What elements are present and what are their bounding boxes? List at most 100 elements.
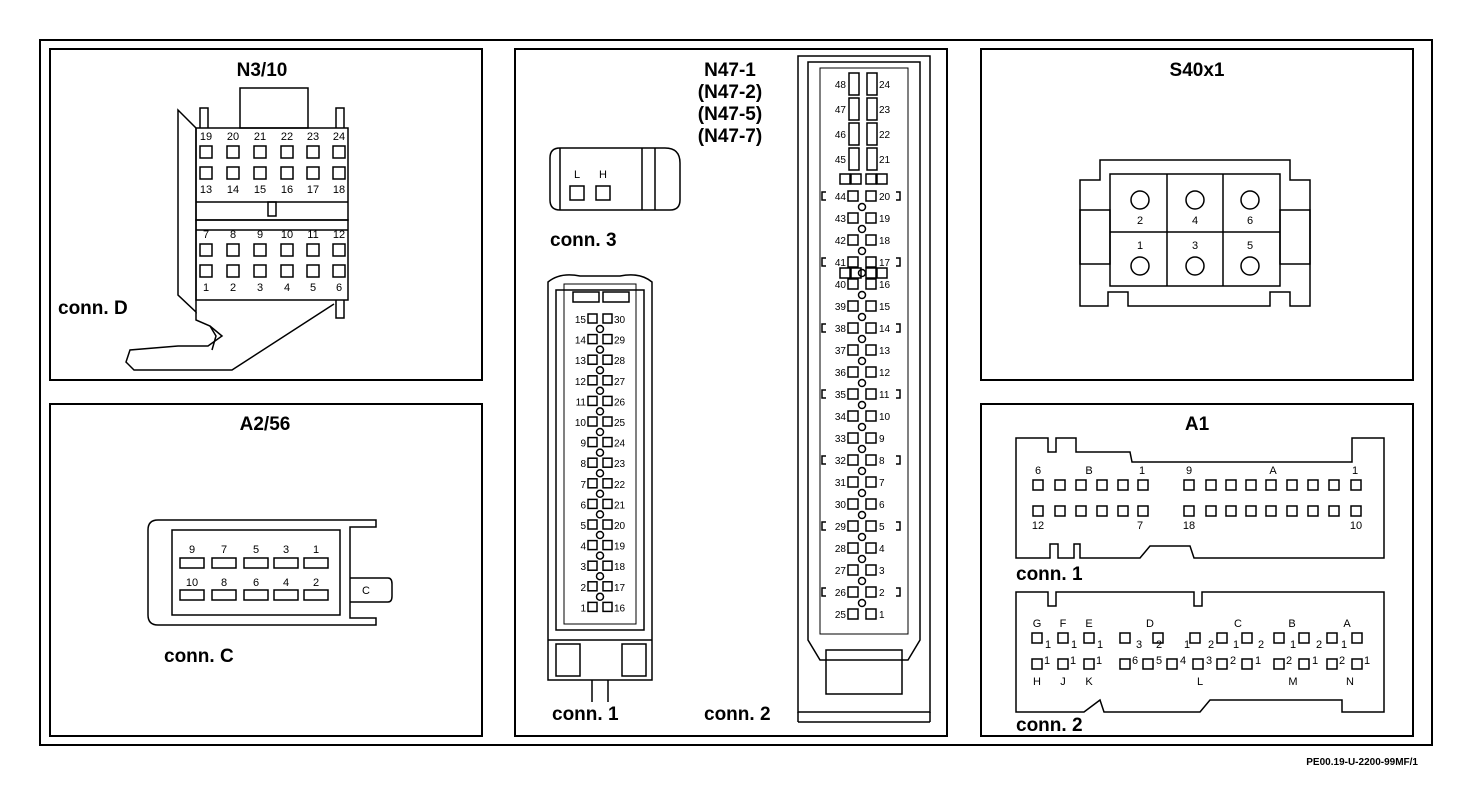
- pin-socket: [1119, 658, 1131, 670]
- pin-socket: [1205, 505, 1217, 517]
- pin-sub-number: 1: [1070, 655, 1076, 667]
- pin-socket: [306, 243, 320, 257]
- pin-socket: [847, 322, 859, 334]
- pin-number: 10: [281, 229, 293, 241]
- pin-socket: [243, 589, 269, 601]
- pin-socket: [226, 243, 240, 257]
- pin-number: 34: [835, 412, 847, 423]
- pin-socket: [865, 542, 877, 554]
- pin-socket: [1298, 658, 1310, 670]
- pin-number: 26: [835, 588, 847, 599]
- pin-socket: [602, 436, 613, 448]
- pin-socket: [1328, 505, 1340, 517]
- pin-divider: [595, 324, 605, 334]
- pin-socket: [587, 498, 598, 510]
- pin-socket: [587, 519, 598, 530]
- pin-socket: [211, 589, 237, 601]
- pin-number: 9: [1186, 465, 1192, 477]
- pin-number: 15: [879, 302, 891, 313]
- pin-socket: [865, 498, 877, 510]
- pin-socket: [602, 333, 613, 345]
- pin-socket: [587, 436, 598, 448]
- pin-number: 15: [575, 315, 587, 326]
- pin-sub-number: 6: [1132, 655, 1138, 667]
- conn-c-label: conn. C: [164, 646, 234, 667]
- pin-number: 23: [614, 459, 626, 470]
- pin-number: 25: [835, 610, 847, 621]
- pin-socket: [865, 586, 877, 598]
- pin-socket: [865, 300, 877, 312]
- pin-socket: [865, 564, 877, 576]
- pin-number: 2: [313, 577, 319, 589]
- pin-number: 12: [575, 377, 587, 388]
- pin-socket: [602, 395, 613, 407]
- pin-socket: [848, 122, 860, 146]
- pin-number: A: [1269, 465, 1277, 477]
- pin-number: 6: [253, 577, 259, 589]
- pin-number: 1: [1137, 240, 1143, 252]
- latch-mark: [896, 257, 901, 267]
- pin-socket: [866, 97, 878, 121]
- pin-number: 7: [203, 229, 209, 241]
- pin-socket: [865, 344, 877, 356]
- pin-number: 23: [879, 105, 891, 116]
- pin-divider: [857, 510, 867, 520]
- pin-socket: [199, 243, 213, 257]
- pin-number: 10: [1350, 520, 1362, 532]
- pin-number: 15: [254, 184, 266, 196]
- pin-socket: [179, 589, 205, 601]
- pin-divider: [857, 202, 867, 212]
- pin-sub-number: 1: [1096, 655, 1102, 667]
- pin-socket: [602, 478, 613, 489]
- pin-socket: [226, 264, 240, 278]
- pin-number: 37: [835, 346, 847, 357]
- pin-socket: [865, 432, 877, 444]
- pin-number: 13: [879, 346, 891, 357]
- pin-sub-number: 1: [1071, 639, 1077, 651]
- panel-n47: N47-1 (N47-2) (N47-5) (N47-7) L H conn. …: [514, 48, 948, 737]
- latch-mark: [821, 455, 826, 465]
- pin-number: 19: [614, 542, 626, 553]
- pin-number: 43: [835, 214, 847, 225]
- conn-3-label: conn. 3: [550, 230, 617, 251]
- pin-socket: [602, 416, 613, 427]
- pin-sub-number: 1: [1097, 639, 1103, 651]
- pin-socket: [1326, 658, 1338, 670]
- conn3-pin-l: L: [574, 169, 580, 181]
- pin-number: 3: [283, 544, 289, 556]
- pin-socket: [847, 432, 859, 444]
- pin-number: 38: [835, 324, 847, 335]
- panel-title-n3-10: N3/10: [237, 60, 288, 81]
- pin-socket: [1216, 658, 1228, 670]
- switch-contact: [1240, 256, 1260, 276]
- pin-socket: [332, 264, 346, 278]
- pin-socket: [1241, 632, 1253, 644]
- pin-divider: [857, 532, 867, 542]
- pin-sub-number: 1: [1184, 639, 1190, 651]
- pin-number: 1: [313, 544, 319, 556]
- pin-socket: [602, 375, 613, 386]
- pin-socket: [865, 322, 877, 334]
- pin-number: 25: [614, 418, 626, 429]
- pin-socket: [1245, 479, 1257, 491]
- pin-number: 7: [1137, 520, 1143, 532]
- pin-number: 5: [1247, 240, 1253, 252]
- pin-number: 16: [879, 280, 891, 291]
- pin-number: 12: [879, 368, 891, 379]
- pin-number: 11: [879, 390, 890, 401]
- pin-number: 3: [580, 562, 586, 573]
- pin-number: 18: [879, 236, 891, 247]
- pin-number: 17: [614, 583, 626, 594]
- pin-socket: [1117, 479, 1129, 491]
- pin-socket: [587, 333, 598, 345]
- pin-socket: [1350, 479, 1362, 491]
- pin-socket: [876, 267, 888, 279]
- pin-socket: [865, 267, 877, 279]
- pin-socket: [253, 166, 267, 180]
